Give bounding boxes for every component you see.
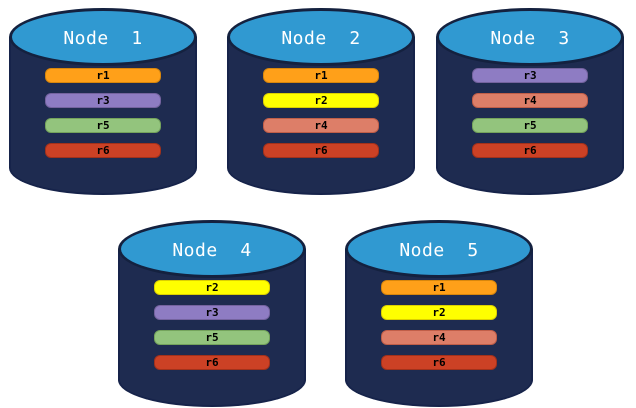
replica-bar-r2: r2: [263, 93, 379, 108]
replica-bar-r6: r6: [381, 355, 497, 370]
replica-bar-r6: r6: [472, 143, 588, 158]
replica-bar-r2: r2: [381, 305, 497, 320]
replica-bar-r2: r2: [154, 280, 270, 295]
replica-list: r1 r2 r4 r6: [263, 68, 379, 168]
replica-label: r3: [205, 306, 219, 319]
node-3: Node 3 r3 r4 r5 r6: [436, 8, 624, 195]
replica-bar-r6: r6: [45, 143, 161, 158]
replica-bar-r3: r3: [154, 305, 270, 320]
node-title: Node 4: [172, 239, 252, 261]
replica-label: r4: [432, 331, 446, 344]
replica-bar-r1: r1: [45, 68, 161, 83]
replica-bar-r1: r1: [263, 68, 379, 83]
node-title: Node 5: [399, 239, 479, 261]
replica-bar-r6: r6: [263, 143, 379, 158]
replica-bar-r5: r5: [45, 118, 161, 133]
replica-label: r2: [314, 94, 328, 107]
replica-label: r1: [96, 69, 110, 82]
replica-list: r2 r3 r5 r6: [154, 280, 270, 380]
replica-bar-r4: r4: [381, 330, 497, 345]
replica-label: r5: [205, 331, 219, 344]
replica-label: r2: [205, 281, 219, 294]
replica-bar-r1: r1: [381, 280, 497, 295]
replica-list: r1 r3 r5 r6: [45, 68, 161, 168]
replica-label: r4: [314, 119, 328, 132]
replica-label: r6: [523, 144, 537, 157]
replica-bar-r4: r4: [472, 93, 588, 108]
node-1: Node 1 r1 r3 r5 r6: [9, 8, 197, 195]
node-5: Node 5 r1 r2 r4 r6: [345, 220, 533, 407]
cylinder-top-ellipse: Node 4: [118, 220, 306, 278]
replica-label: r5: [523, 119, 537, 132]
replica-bar-r3: r3: [472, 68, 588, 83]
replica-bar-r6: r6: [154, 355, 270, 370]
replica-label: r3: [96, 94, 110, 107]
replica-bar-r4: r4: [263, 118, 379, 133]
replica-label: r3: [523, 69, 537, 82]
node-title: Node 1: [63, 27, 143, 49]
replica-label: r1: [432, 281, 446, 294]
replica-label: r6: [314, 144, 328, 157]
node-2: Node 2 r1 r2 r4 r6: [227, 8, 415, 195]
replica-bar-r5: r5: [154, 330, 270, 345]
replica-bar-r5: r5: [472, 118, 588, 133]
replica-label: r5: [96, 119, 110, 132]
node-title: Node 3: [490, 27, 570, 49]
replica-bar-r3: r3: [45, 93, 161, 108]
node-4: Node 4 r2 r3 r5 r6: [118, 220, 306, 407]
replica-label: r4: [523, 94, 537, 107]
cylinder-top-ellipse: Node 2: [227, 8, 415, 66]
cylinder-top-ellipse: Node 5: [345, 220, 533, 278]
cylinder-top-ellipse: Node 1: [9, 8, 197, 66]
replica-list: r3 r4 r5 r6: [472, 68, 588, 168]
replica-label: r6: [432, 356, 446, 369]
replica-label: r6: [205, 356, 219, 369]
replica-label: r2: [432, 306, 446, 319]
replica-label: r6: [96, 144, 110, 157]
replica-label: r1: [314, 69, 328, 82]
node-title: Node 2: [281, 27, 361, 49]
replica-list: r1 r2 r4 r6: [381, 280, 497, 380]
cylinder-top-ellipse: Node 3: [436, 8, 624, 66]
